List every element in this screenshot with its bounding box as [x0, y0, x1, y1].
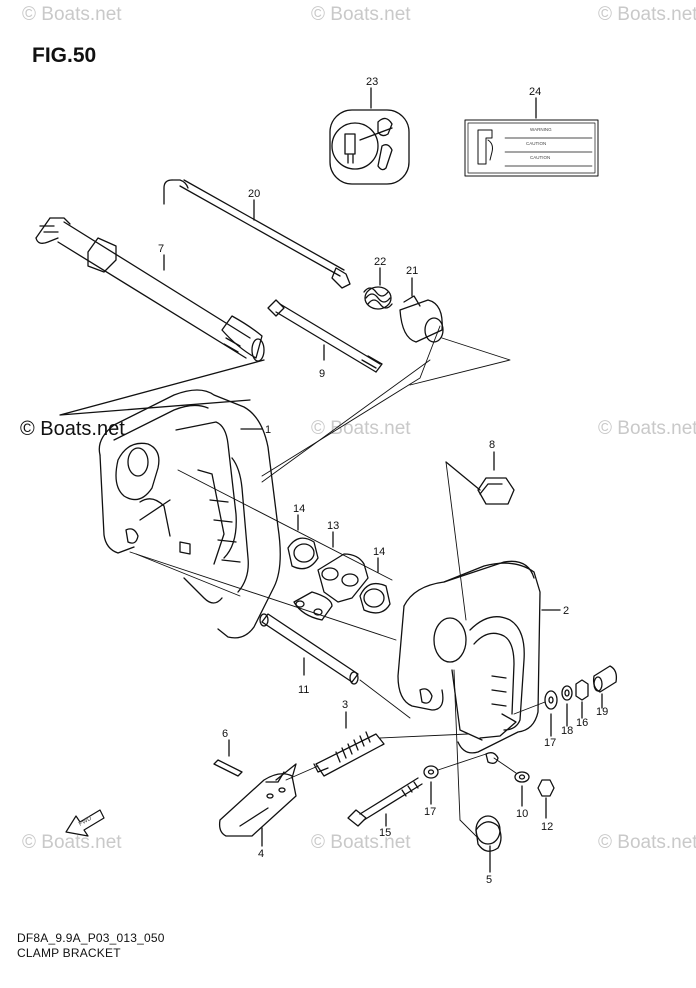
callout-7: 7	[158, 243, 164, 255]
pin-11	[259, 613, 411, 719]
callout-17c: 17	[424, 806, 436, 818]
lever-4	[218, 763, 297, 847]
pin-6	[213, 739, 243, 777]
callout-13: 13	[327, 520, 339, 532]
bushing-14b	[359, 557, 391, 614]
screw-3	[285, 711, 469, 781]
washer-10	[493, 757, 530, 807]
watermark: © Boats.net	[311, 418, 411, 439]
callout-3: 3	[342, 699, 348, 711]
washer-18	[561, 685, 573, 727]
watermark-dark: © Boats.net	[20, 418, 125, 440]
callout-17r: 17	[544, 737, 556, 749]
decal-24-line-2: CAUTION	[526, 141, 546, 146]
callout-23: 23	[366, 76, 378, 88]
decal-24-line-1: WARNING	[530, 127, 552, 132]
knob-21	[399, 277, 444, 343]
nut-8	[445, 451, 515, 621]
watermark: © Boats.net	[598, 4, 696, 25]
spring-22	[363, 267, 393, 310]
callout-10: 10	[516, 808, 528, 820]
callout-11: 11	[298, 684, 309, 696]
figure-name: CLAMP BRACKET	[17, 946, 121, 960]
callout-2: 2	[563, 605, 569, 617]
callout-20: 20	[248, 188, 260, 200]
tube-7	[35, 217, 265, 416]
callout-6: 6	[222, 728, 228, 740]
callout-16: 16	[576, 717, 588, 729]
bushing-14a	[287, 514, 319, 570]
callout-5: 5	[486, 874, 492, 886]
callout-12: 12	[541, 821, 553, 833]
nut-16	[575, 679, 589, 719]
callout-14b: 14	[373, 546, 385, 558]
callout-21: 21	[406, 265, 418, 277]
washer-17-right	[513, 690, 558, 737]
callout-19: 19	[596, 706, 608, 718]
decal-24-line-3: CAUTION	[530, 155, 550, 160]
watermark: © Boats.net	[598, 832, 696, 853]
nut-12	[537, 779, 555, 819]
decal-23	[329, 87, 410, 185]
callout-15: 15	[379, 827, 391, 839]
watermark: © Boats.net	[311, 4, 411, 25]
callout-8: 8	[489, 439, 495, 451]
cap-5	[475, 815, 502, 873]
callout-22: 22	[374, 256, 386, 268]
bolt-9	[267, 299, 383, 373]
figure-code: DF8A_9.9A_P03_013_050	[17, 931, 165, 945]
figure-title: FIG.50	[32, 44, 97, 67]
collar-19	[592, 665, 618, 709]
callout-4: 4	[258, 848, 264, 860]
fwd-arrow: FWD	[65, 809, 105, 837]
bolt-15	[347, 777, 423, 827]
clamp-bracket-2	[397, 560, 561, 839]
watermark: © Boats.net	[22, 832, 122, 853]
watermark: © Boats.net	[22, 4, 122, 25]
rod-20	[163, 179, 351, 289]
label-24	[464, 97, 599, 177]
washer-17-center	[423, 753, 487, 805]
callout-9: 9	[319, 368, 325, 380]
callout-18: 18	[561, 725, 573, 737]
callout-24: 24	[529, 86, 541, 98]
watermark: © Boats.net	[311, 832, 411, 853]
callout-14a: 14	[293, 503, 305, 515]
watermark: © Boats.net	[598, 418, 696, 439]
callout-1: 1	[265, 424, 271, 436]
plate-13	[293, 531, 369, 621]
clamp-bracket-1	[98, 389, 281, 639]
